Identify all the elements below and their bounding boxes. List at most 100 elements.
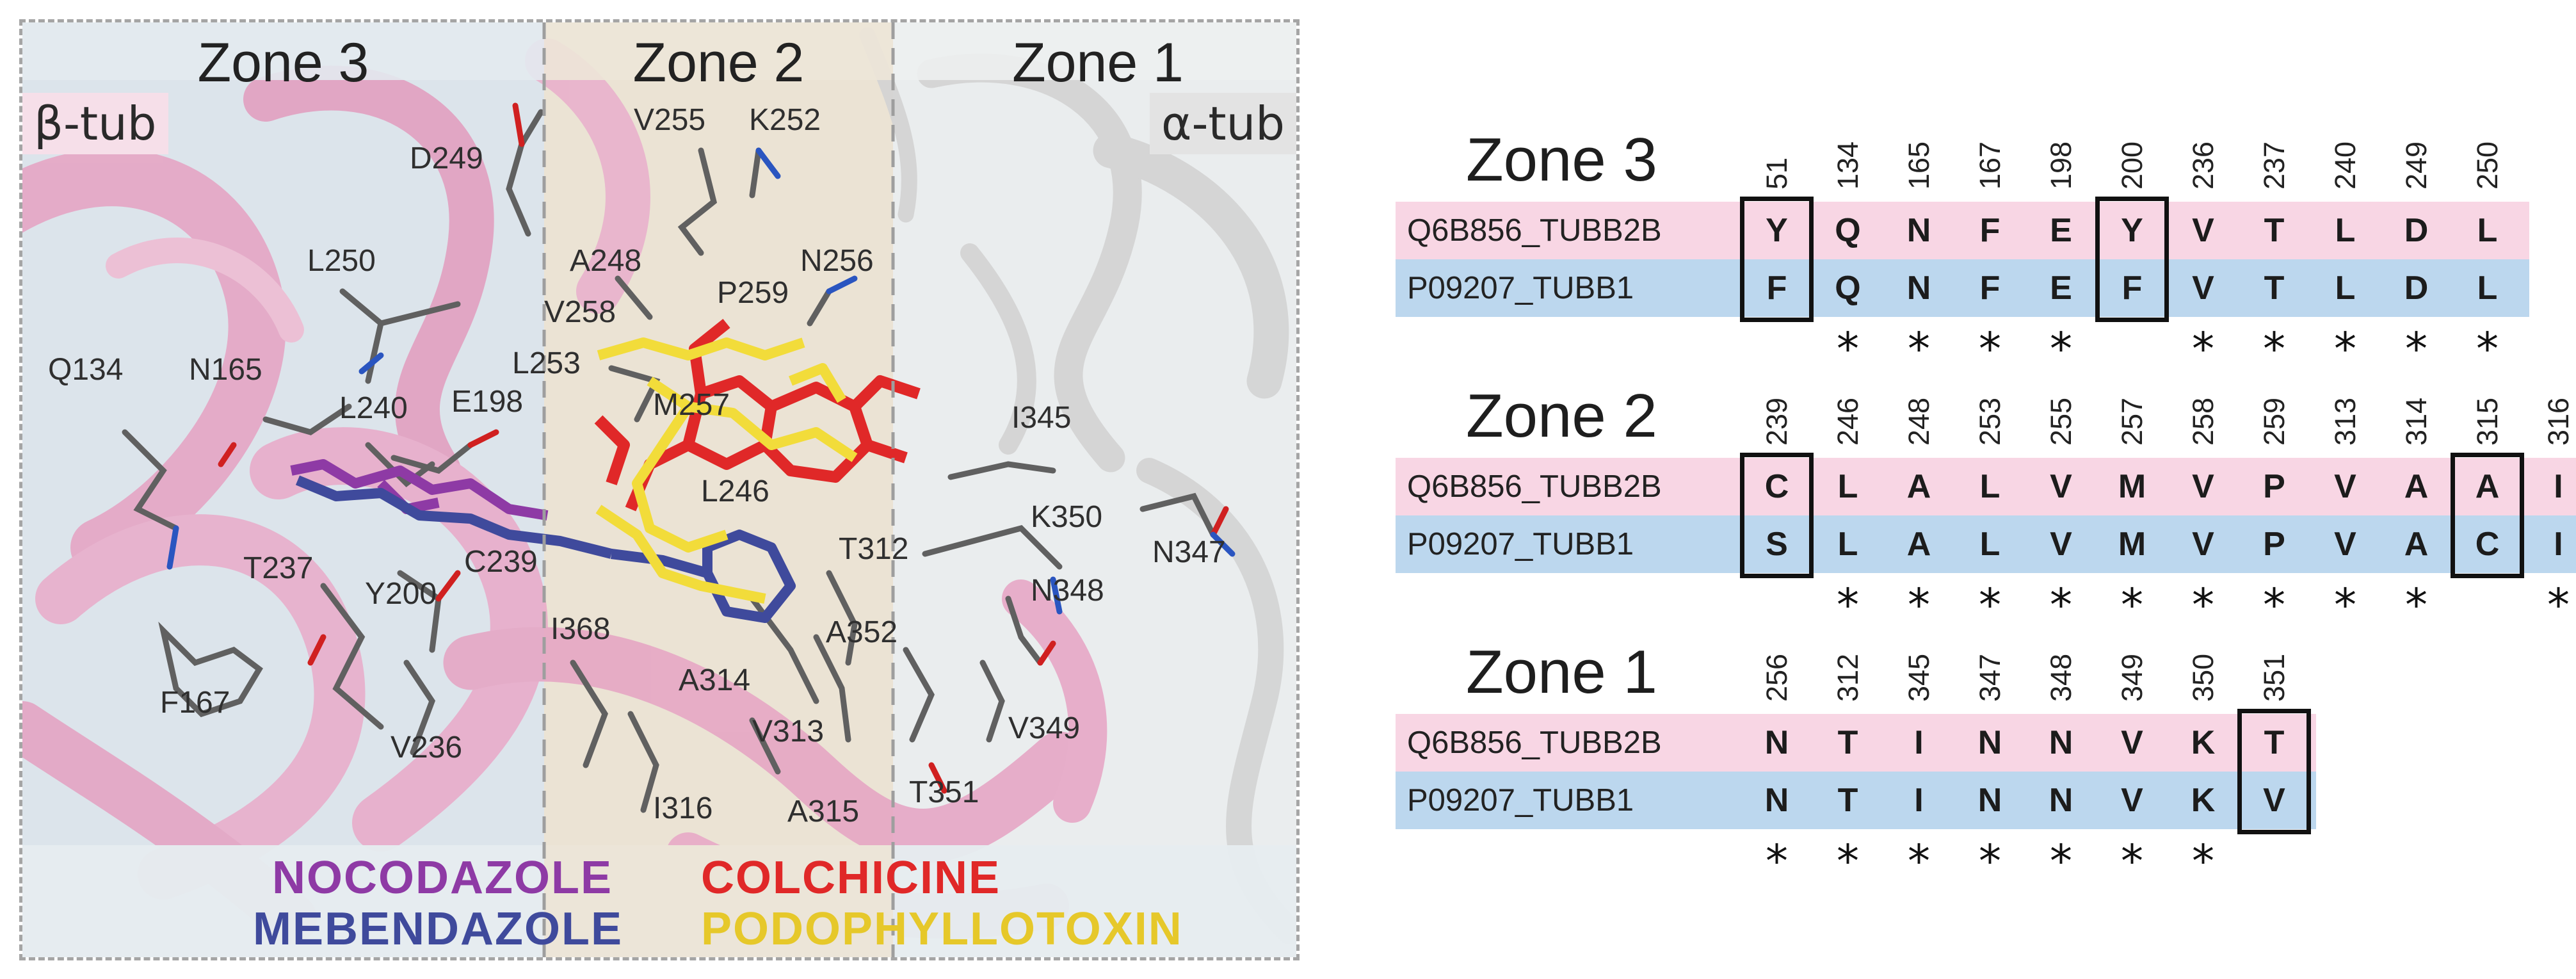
residue-cell: P (2263, 526, 2285, 563)
position-number: 239 (1741, 381, 1812, 458)
conservation-mark: * (1766, 835, 1788, 887)
conservation-mark: * (2263, 579, 2285, 631)
residue-cell: L (1837, 468, 1858, 505)
conservation-mark: * (2334, 323, 2356, 375)
residue-label: M257 (653, 388, 730, 422)
residue-cell: V (2050, 468, 2072, 505)
conservation-mark: * (2263, 323, 2285, 375)
residue-label: V313 (752, 715, 825, 748)
residue-cell: T (2264, 724, 2285, 761)
position-number-text: 236 (2186, 141, 2219, 190)
zone-block-title: Zone 1 (1466, 638, 1657, 706)
position-number: 348 (2025, 637, 2097, 714)
residue-cell: F (1979, 212, 2000, 249)
conservation-mark: * (2405, 579, 2427, 631)
zone-block-title: Zone 2 (1466, 382, 1657, 450)
residue-cell: I (2554, 526, 2563, 563)
conservation-mark: * (1979, 323, 2001, 375)
variant-highlight-box (2451, 453, 2524, 578)
conservation-mark: * (2192, 323, 2214, 375)
residue-cell: N (1977, 782, 2002, 819)
residue-cell: L (1979, 526, 2000, 563)
residue-label: V258 (544, 295, 616, 329)
zone1-title: Zone 1 (1012, 32, 1184, 93)
residue-cell: S (1766, 526, 1788, 563)
residue-cell: F (1979, 270, 2000, 307)
residue-label: K350 (1031, 500, 1103, 534)
residue-cell: T (2264, 270, 2285, 307)
residue-cell: K (2191, 782, 2216, 819)
residue-cell: V (2334, 526, 2356, 563)
beta-tubulin-label: β-tub (22, 93, 168, 154)
position-number-text: 134 (1831, 141, 1864, 190)
position-number-text: 351 (2257, 653, 2290, 702)
sequence-row-name: P09207_TUBB1 (1396, 515, 2576, 573)
residue-label: I316 (653, 791, 713, 825)
residue-cell: N (2049, 782, 2073, 819)
residue-cell: A (1906, 468, 1931, 505)
residue-cell: A (2475, 468, 2500, 505)
residue-cell: N (1906, 212, 1931, 249)
residue-cell: F (2121, 270, 2143, 307)
residue-label: L253 (512, 346, 581, 380)
position-number: 316 (2523, 381, 2576, 458)
position-number-text: 259 (2257, 397, 2290, 446)
position-number: 240 (2310, 125, 2381, 202)
position-number: 350 (2168, 637, 2239, 714)
residue-cell: V (2192, 270, 2214, 307)
residue-cell: F (1766, 270, 1787, 307)
residue-label: Q134 (48, 353, 124, 387)
position-number-text: 200 (2115, 141, 2148, 190)
residue-cell: A (1906, 526, 1931, 563)
position-number: 134 (1812, 125, 1883, 202)
heteroatom-tips (166, 102, 1236, 794)
position-number: 315 (2452, 381, 2523, 458)
residue-label: I368 (551, 612, 611, 646)
residue-label: T351 (909, 775, 979, 809)
residue-cell: V (2192, 468, 2214, 505)
position-number-text: 348 (2044, 653, 2077, 702)
conservation-mark: * (2121, 579, 2143, 631)
position-number-text: 51 (1760, 157, 1793, 190)
residue-label: A314 (679, 663, 751, 697)
conservation-mark: * (2050, 579, 2072, 631)
position-number: 249 (2381, 125, 2452, 202)
residue-label: T237 (243, 551, 314, 585)
residue-cell: P (2263, 468, 2285, 505)
conservation-mark: * (1908, 835, 1930, 887)
residue-label: C239 (464, 545, 538, 579)
position-number-text: 249 (2399, 141, 2433, 190)
residue-label: N347 (1152, 535, 1226, 569)
residue-cell: V (2334, 468, 2356, 505)
zone3-header-bar (22, 22, 544, 80)
zone2-header-bar (544, 22, 893, 80)
position-number-text: 313 (2328, 397, 2362, 446)
conservation-mark: * (2192, 579, 2214, 631)
residue-cell: T (2264, 212, 2285, 249)
binding-site-panel: Zone 3 Zone 2 Zone 1 β-tub α-tub D249 V2… (19, 19, 1300, 960)
zone2-title: Zone 2 (632, 32, 805, 93)
position-number-text: 256 (1760, 653, 1793, 702)
residue-cell: C (2475, 526, 2500, 563)
residue-label: N256 (800, 244, 874, 278)
residue-label: A315 (787, 795, 860, 829)
residue-cell: L (2477, 270, 2498, 307)
alpha-tubulin-label: α-tub (1149, 93, 1296, 154)
conservation-mark: * (2547, 579, 2570, 631)
position-number-text: 239 (1760, 397, 1793, 446)
position-number: 248 (1883, 381, 1954, 458)
legend-mebendazole: MEBENDAZOLE (253, 903, 623, 955)
residue-cell: L (1837, 526, 1858, 563)
residue-label: E198 (451, 385, 524, 419)
position-number-text: 253 (1973, 397, 2006, 446)
residue-cell: V (2121, 724, 2143, 761)
position-number-text: 246 (1831, 397, 1864, 446)
residue-label: I345 (1011, 401, 1072, 435)
position-number-text: 349 (2115, 653, 2148, 702)
residue-cell: Q (1835, 270, 1861, 307)
residue-cell: M (2118, 468, 2146, 505)
position-number: 167 (1954, 125, 2025, 202)
residue-cell: I (2554, 468, 2563, 505)
position-number: 257 (2097, 381, 2168, 458)
residue-cell: V (2192, 526, 2214, 563)
